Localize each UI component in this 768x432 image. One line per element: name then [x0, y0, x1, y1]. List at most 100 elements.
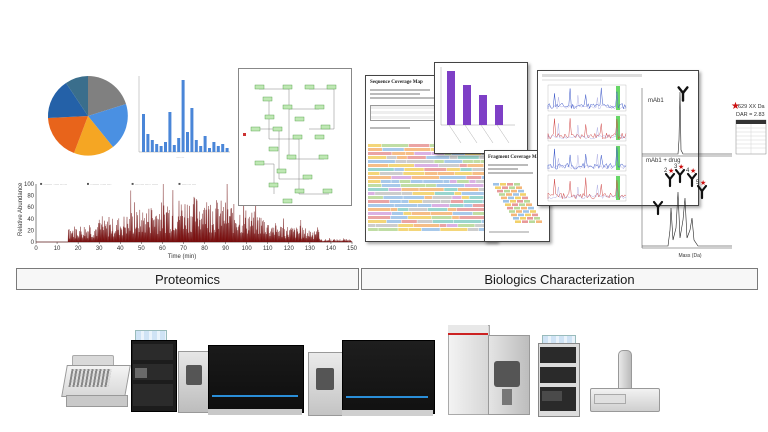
pathway-node — [286, 154, 297, 160]
dar-peak-label: 3 — [674, 164, 678, 170]
sequence-map-title: Sequence Coverage Map — [370, 80, 423, 85]
pie-slice-blue — [88, 104, 128, 147]
y-tick-label: 100 — [24, 182, 35, 188]
blue-bar — [142, 114, 145, 152]
blue-bar — [186, 132, 189, 152]
blue-bar — [155, 144, 159, 152]
x-tick-label: 130 — [305, 246, 316, 252]
x-tick-label: 0 — [34, 246, 38, 252]
fragment-coverage-rows — [489, 183, 542, 233]
blue-bar — [164, 142, 167, 152]
pathway-node — [272, 126, 283, 132]
blue-bar — [194, 140, 198, 152]
chromatogram-legend: ■ ........ ..... ...... ■ ........ .....… — [40, 180, 197, 186]
pathway-node — [322, 188, 333, 194]
blue-bar — [221, 144, 225, 152]
antibody-drug-icon — [686, 172, 698, 188]
pathway-node — [292, 134, 303, 140]
pathway-node — [314, 104, 325, 110]
sequence-coverage-rows — [368, 144, 492, 231]
purple-bar-panel — [434, 62, 528, 154]
pathway-node — [268, 182, 279, 188]
dar-peak-label: 5 — [696, 180, 700, 186]
pathway-diagram — [238, 68, 352, 206]
x-tick-label: 20 — [75, 246, 82, 252]
y-tick-label: 20 — [27, 228, 34, 234]
fragment-map-title: Fragment Coverage Map — [488, 155, 542, 160]
purple-bar — [479, 95, 487, 125]
purple-bar — [447, 71, 455, 125]
blue-bar — [150, 140, 154, 152]
dar-peak-label: 2 — [664, 168, 668, 174]
x-tick-label: 110 — [263, 246, 273, 252]
mass-spec-panel: Mass (Da) mAb1 mAb1 + drug 2★3★4★5★ ★ 62… — [628, 80, 768, 260]
blue-bar — [212, 142, 216, 152]
blue-bar — [146, 134, 150, 152]
y-tick-label: 0 — [31, 240, 35, 246]
pathway-node — [264, 114, 275, 120]
biologics-characterization-label: Biologics Characterization — [361, 268, 758, 290]
pie-slice-gray — [88, 76, 126, 116]
pathway-node — [268, 146, 279, 152]
red-star-icon: ★ — [700, 179, 706, 187]
pathway-node — [254, 160, 265, 166]
chromatogram-ylabel: Relative Abundance — [18, 182, 24, 236]
x-tick-label: 100 — [242, 246, 253, 252]
y-tick-label: 60 — [27, 205, 34, 211]
star-icon: ★ — [731, 101, 740, 112]
x-tick-label: 40 — [117, 246, 124, 252]
pie-slice-red — [48, 116, 88, 153]
blue-bar — [181, 80, 185, 152]
pathway-node — [254, 84, 265, 90]
antibody-drug-icon — [674, 168, 686, 184]
pathway-node — [294, 188, 305, 194]
blue-bar — [159, 146, 163, 152]
pathway-node — [282, 198, 293, 204]
x-tick-label: 90 — [222, 246, 229, 252]
chromatogram-xlabel: Time (min) — [168, 254, 196, 260]
purple-bar — [463, 85, 471, 125]
pie-slice-darkblue — [47, 83, 88, 118]
autosampler-instrument — [61, 355, 131, 407]
antibody-drug-icon — [664, 172, 676, 188]
blue-bar — [225, 148, 229, 152]
svg-text:..........: .......... — [176, 155, 185, 159]
x-tick-label: 60 — [159, 246, 166, 252]
pathway-node — [326, 84, 337, 90]
x-tick-label: 140 — [326, 246, 337, 252]
dar-table — [735, 119, 767, 155]
pie-slice-teal — [66, 76, 88, 116]
ms-mab-drug-label: mAb1 + drug — [646, 158, 681, 164]
pathway-node — [304, 84, 315, 90]
red-star-icon: ★ — [668, 167, 674, 175]
antibody-icon — [677, 86, 689, 102]
pie-chart — [47, 76, 128, 156]
proteomics-label: Proteomics — [16, 268, 359, 290]
blue-bar — [203, 136, 207, 152]
mass-text: 629 XX Da — [738, 104, 766, 110]
pathway-node — [294, 116, 305, 122]
pathway-node — [250, 126, 261, 132]
x-tick-label: 70 — [180, 246, 187, 252]
blue-bar — [216, 146, 220, 152]
dar-peak-label: 4 — [686, 168, 690, 174]
mass-spectrometer-large — [178, 345, 304, 415]
red-star-icon: ★ — [678, 163, 684, 171]
x-tick-label: 10 — [54, 246, 61, 252]
y-tick-label: 40 — [27, 217, 34, 223]
blue-bar — [168, 112, 172, 152]
pathway-node — [262, 96, 273, 102]
pathway-node — [302, 174, 313, 180]
blue-bar — [172, 145, 176, 152]
dar-text: DAR = 2.83 — [736, 112, 765, 118]
pathway-node — [282, 104, 293, 110]
purple-bar — [495, 105, 503, 125]
antibody-drug-icon — [696, 184, 708, 200]
pathway-node — [314, 134, 325, 140]
lc-stack-instrument — [131, 330, 181, 412]
benchtop-mass-spectrometer — [444, 325, 530, 417]
ms-mab-label: mAb1 — [648, 98, 664, 104]
x-tick-label: 30 — [96, 246, 103, 252]
